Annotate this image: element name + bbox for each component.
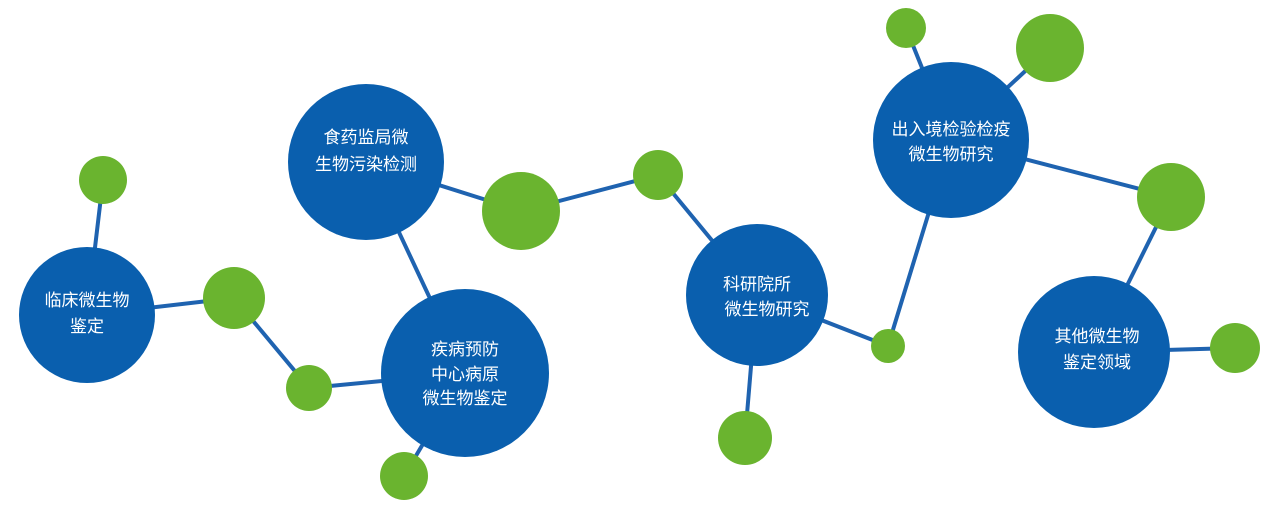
node-label: 鉴定 xyxy=(70,317,104,337)
green-node xyxy=(79,156,127,204)
blue-node xyxy=(686,224,828,366)
green-node xyxy=(1210,323,1260,373)
blue-node xyxy=(19,247,155,383)
node-label: 微生物研究 xyxy=(725,300,810,320)
green-node xyxy=(886,8,926,48)
node-research: 科研院所 微生物研究 xyxy=(686,224,828,366)
blue-node xyxy=(1018,276,1170,428)
node-other: 其他微生物 鉴定领域 xyxy=(1018,276,1170,428)
green-node xyxy=(286,365,332,411)
node-label: 微生物研究 xyxy=(909,145,994,165)
node-cdc: 疾病预防 中心病原 微生物鉴定 xyxy=(381,289,549,457)
node-label: 科研院所 xyxy=(723,275,791,295)
green-node xyxy=(1137,163,1205,231)
green-node xyxy=(718,411,772,465)
node-label: 临床微生物 xyxy=(45,291,130,311)
green-node xyxy=(871,329,905,363)
node-entry-exit: 出入境检验检疫 微生物研究 xyxy=(873,62,1029,218)
green-node xyxy=(1016,14,1084,82)
node-label: 其他微生物 xyxy=(1055,327,1140,347)
node-clinical: 临床微生物 鉴定 xyxy=(19,247,155,383)
node-label: 生物污染检测 xyxy=(315,155,417,175)
green-node xyxy=(482,172,560,250)
node-label: 中心病原 xyxy=(431,365,499,385)
node-label: 出入境检验检疫 xyxy=(892,120,1011,140)
green-node xyxy=(380,452,428,500)
blue-node xyxy=(873,62,1029,218)
blue-node xyxy=(288,84,444,240)
green-node xyxy=(203,267,265,329)
node-label: 鉴定领域 xyxy=(1063,353,1131,373)
node-label: 食药监局微 xyxy=(324,128,409,148)
green-node xyxy=(633,150,683,200)
node-label: 疾病预防 xyxy=(431,340,499,360)
node-label: 微生物鉴定 xyxy=(423,389,508,409)
green-nodes xyxy=(79,8,1260,500)
node-food-drug: 食药监局微 生物污染检测 xyxy=(288,84,444,240)
blue-node xyxy=(381,289,549,457)
